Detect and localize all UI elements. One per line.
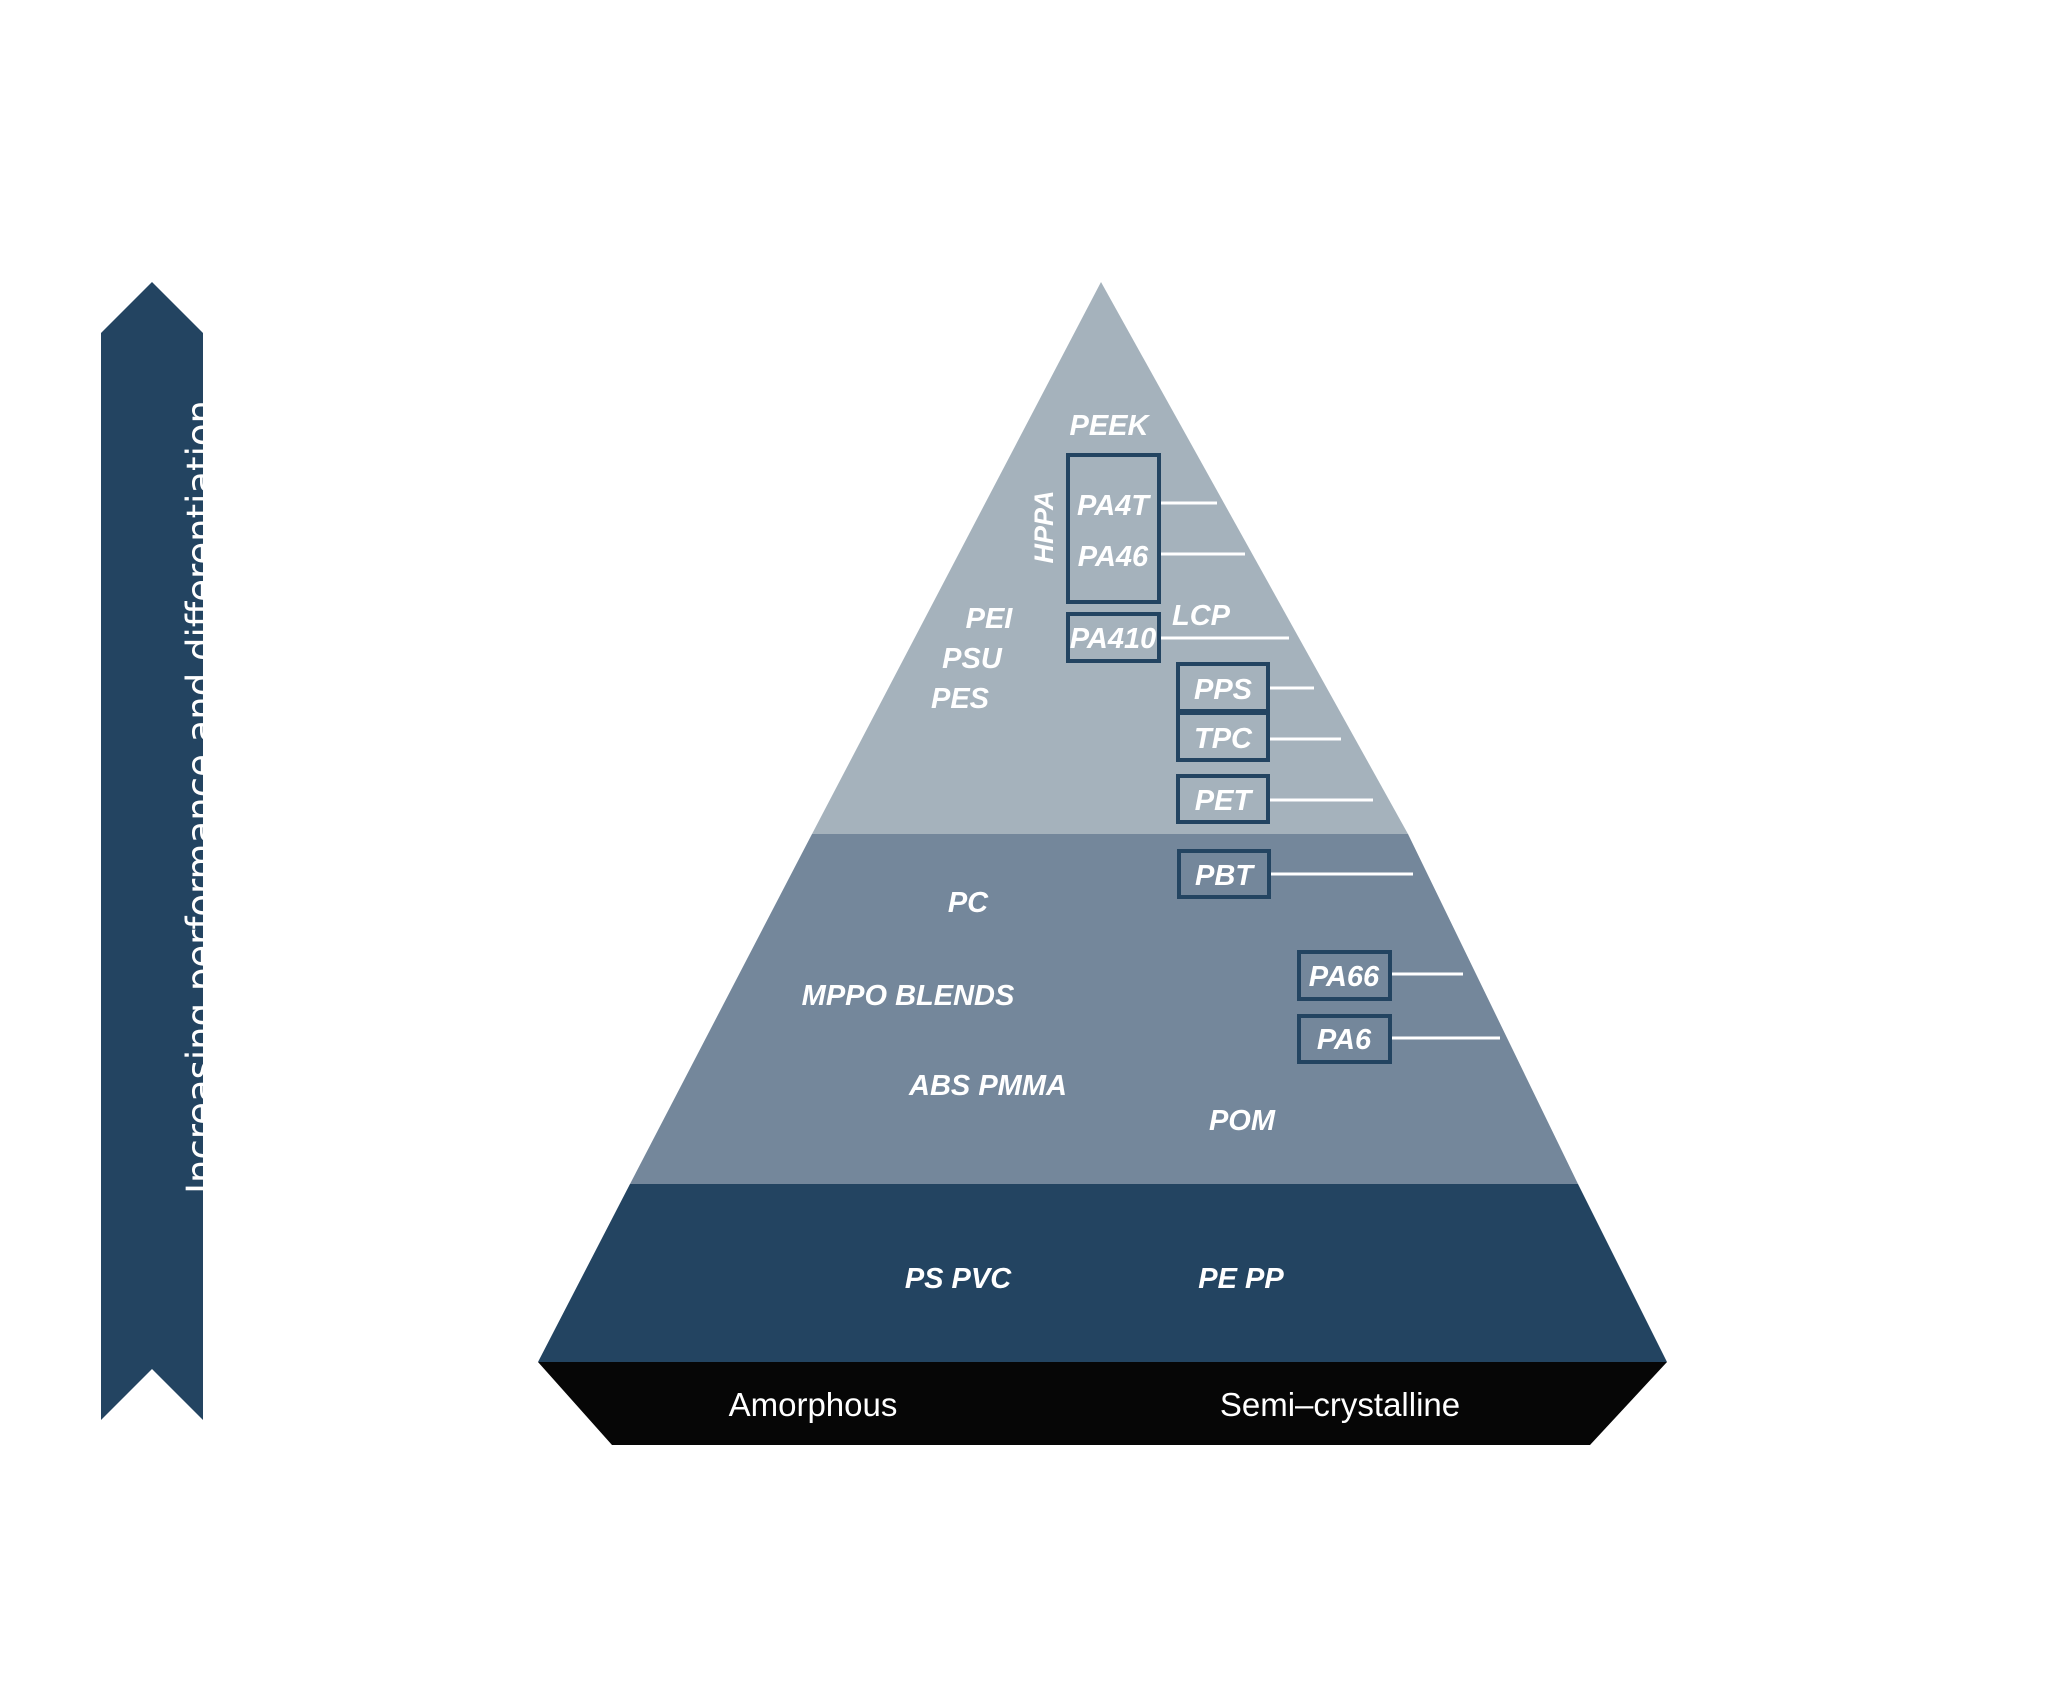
connector-lines xyxy=(1158,501,1500,1040)
label-pes: PES xyxy=(931,683,990,715)
label-pei: PEI xyxy=(966,603,1014,635)
arrow-banner xyxy=(101,282,203,1420)
box-pbt xyxy=(1177,849,1271,899)
polymer-labels: PEEK HPPA PA4T PA46 PA410 LCP PEI PSU PE… xyxy=(802,410,1380,1295)
label-pbt: PBT xyxy=(1195,860,1255,892)
label-pps: PPS xyxy=(1194,674,1253,706)
label-abs-pmma: ABS PMMA xyxy=(908,1070,1067,1102)
tier-engineering xyxy=(630,834,1578,1184)
label-lcp: LCP xyxy=(1172,600,1231,632)
box-tpc xyxy=(1176,711,1270,762)
base-band xyxy=(538,1362,1667,1445)
label-pa6: PA6 xyxy=(1317,1024,1372,1056)
label-pe-pp: PE PP xyxy=(1198,1263,1284,1295)
label-tpc: TPC xyxy=(1194,723,1253,755)
base-label-amorphous: Amorphous xyxy=(729,1386,898,1423)
polymer-boxes xyxy=(1066,453,1392,1064)
label-pa4t: PA4T xyxy=(1077,490,1151,522)
arrow-label: Increasing performance and differentiati… xyxy=(179,400,222,1194)
box-pa66 xyxy=(1297,950,1392,1001)
label-mppo-blends: MPPO BLENDS xyxy=(802,980,1015,1012)
label-ps-pvc: PS PVC xyxy=(905,1263,1012,1295)
label-pet: PET xyxy=(1195,785,1254,817)
label-pc: PC xyxy=(948,887,989,919)
label-pa410: PA410 xyxy=(1070,623,1157,655)
box-pet xyxy=(1176,774,1270,824)
tier-high-performance xyxy=(812,282,1408,834)
box-pa6 xyxy=(1297,1014,1392,1064)
base-label-semi-crystalline: Semi–crystalline xyxy=(1220,1386,1460,1423)
tier-commodity xyxy=(538,1184,1667,1362)
performance-arrow: Increasing performance and differentiati… xyxy=(101,282,222,1420)
label-peek: PEEK xyxy=(1070,410,1151,442)
box-hppa-group xyxy=(1066,453,1161,604)
label-hppa: HPPA xyxy=(1029,490,1059,563)
label-psu: PSU xyxy=(942,643,1003,675)
label-pa66: PA66 xyxy=(1309,961,1380,993)
box-pa410 xyxy=(1066,612,1161,663)
label-pa46: PA46 xyxy=(1078,541,1149,573)
pyramid: Amorphous Semi–crystalline xyxy=(538,282,1667,1445)
label-pom: POM xyxy=(1209,1105,1276,1137)
